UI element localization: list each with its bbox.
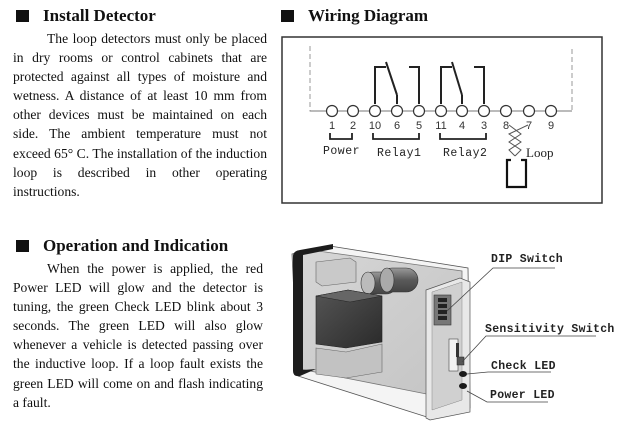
terminal-3: [477, 104, 491, 118]
bullet-square-icon: [16, 240, 29, 252]
terminal-label-11: 11: [435, 120, 446, 132]
loop-coil: [505, 158, 528, 189]
relay2-bracket: [439, 133, 487, 140]
wiring-diagram-heading: Wiring Diagram: [281, 6, 428, 26]
install-detector-heading: Install Detector: [16, 6, 156, 26]
power-bracket: [329, 133, 353, 140]
terminal-label-2: 2: [350, 120, 356, 132]
operation-heading: Operation and Indication: [16, 236, 228, 256]
terminal-label-9: 9: [548, 120, 554, 132]
install-detector-text: The loop detectors must only be placed i…: [13, 29, 267, 201]
power-label: Power: [323, 145, 360, 158]
power-led-leader: [466, 390, 548, 403]
bullet-square-icon: [16, 10, 29, 22]
front-bezel: [293, 244, 333, 377]
terminal-2: [346, 104, 360, 118]
dip-switch-callout: DIP Switch: [491, 253, 564, 266]
dip-switch-component: [433, 294, 452, 326]
terminal-5: [412, 104, 426, 118]
terminal-label-10: 10: [369, 120, 381, 132]
operation-title: Operation and Indication: [43, 236, 229, 255]
terminal-8: [499, 104, 513, 118]
terminal-label-4: 4: [459, 120, 465, 132]
relay1-contact: [374, 61, 420, 104]
sensitivity-switch-component: [448, 338, 465, 372]
check-led-callout: Check LED: [491, 360, 556, 373]
terminal-1: [325, 104, 339, 118]
bullet-square-icon: [281, 10, 294, 22]
terminal-9: [544, 104, 558, 118]
top-block: [315, 257, 357, 287]
power-led-callout: Power LED: [490, 389, 555, 402]
relay1-label: Relay1: [377, 147, 421, 160]
dip-switch-leader: [446, 267, 555, 312]
check-led-leader: [466, 371, 551, 375]
terminal-label-1: 1: [329, 120, 335, 132]
terminal-4: [455, 104, 469, 118]
diagram-frame: [281, 36, 603, 204]
sensitivity-switch-callout: Sensitivity Switch: [485, 323, 615, 336]
loop-twisted-pair: [507, 124, 529, 157]
relay1-bracket: [372, 133, 420, 140]
terminal-label-8: 8: [503, 120, 509, 132]
install-detector-title: Install Detector: [43, 6, 156, 25]
terminal-11: [434, 104, 448, 118]
operation-body: When the power is applied, the red Power…: [13, 261, 263, 410]
bottom-block: [315, 343, 383, 379]
terminal-label-6: 6: [394, 120, 400, 132]
terminal-label-3: 3: [481, 120, 487, 132]
terminal-6: [390, 104, 404, 118]
terminal-block: 1 2 10 6 5 11 4 3 8 7 9: [325, 104, 558, 132]
terminal-7: [522, 104, 536, 118]
relay2-contact: [440, 61, 485, 104]
power-led-component: [459, 383, 467, 389]
check-led-component: [459, 371, 467, 377]
operation-text: When the power is applied, the red Power…: [13, 259, 263, 412]
loop-label: Loop: [526, 145, 553, 160]
relay2-label: Relay2: [443, 147, 487, 160]
wiring-diagram-title: Wiring Diagram: [308, 6, 429, 25]
sensitivity-switch-leader: [461, 335, 596, 363]
terminal-10: [368, 104, 382, 118]
terminal-label-5: 5: [416, 120, 422, 132]
coil-cylinders: [360, 267, 419, 295]
transformer-top: [315, 289, 383, 303]
install-detector-body: The loop detectors must only be placed i…: [13, 31, 267, 199]
terminal-label-7: 7: [526, 120, 532, 132]
